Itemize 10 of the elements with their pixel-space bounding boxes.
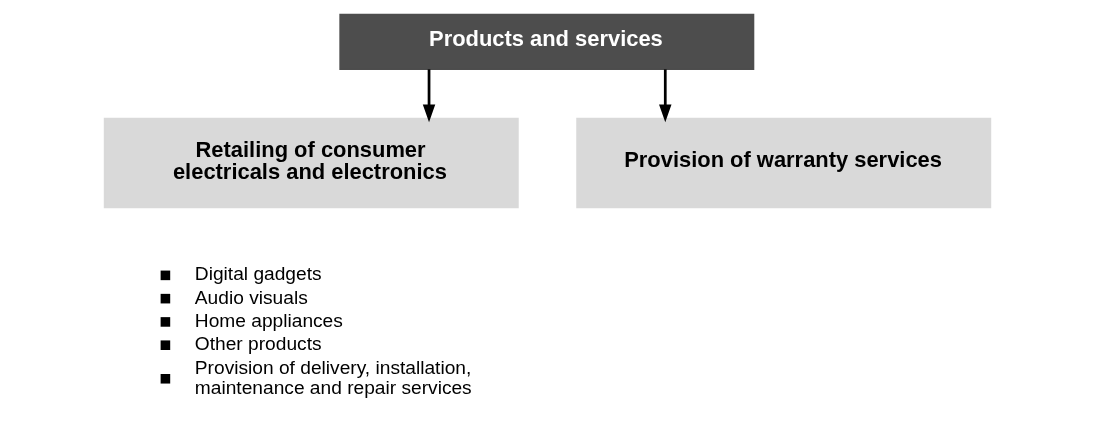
- node-label: Digital gadgets: [194, 262, 322, 284]
- arrow: [422, 68, 435, 122]
- node-label: Audio visuals: [194, 286, 308, 308]
- node-label: Home appliances: [194, 309, 343, 331]
- node-label: Other products: [194, 332, 322, 354]
- node-label: Provision of delivery, installation, maintenance and repair services: [194, 356, 472, 398]
- node-box: Provision of warranty services: [575, 117, 991, 208]
- node-box: Retailing of consumer electricals and electronics: [103, 117, 519, 208]
- arrow: [658, 68, 672, 122]
- node-box: Products and services: [338, 13, 754, 70]
